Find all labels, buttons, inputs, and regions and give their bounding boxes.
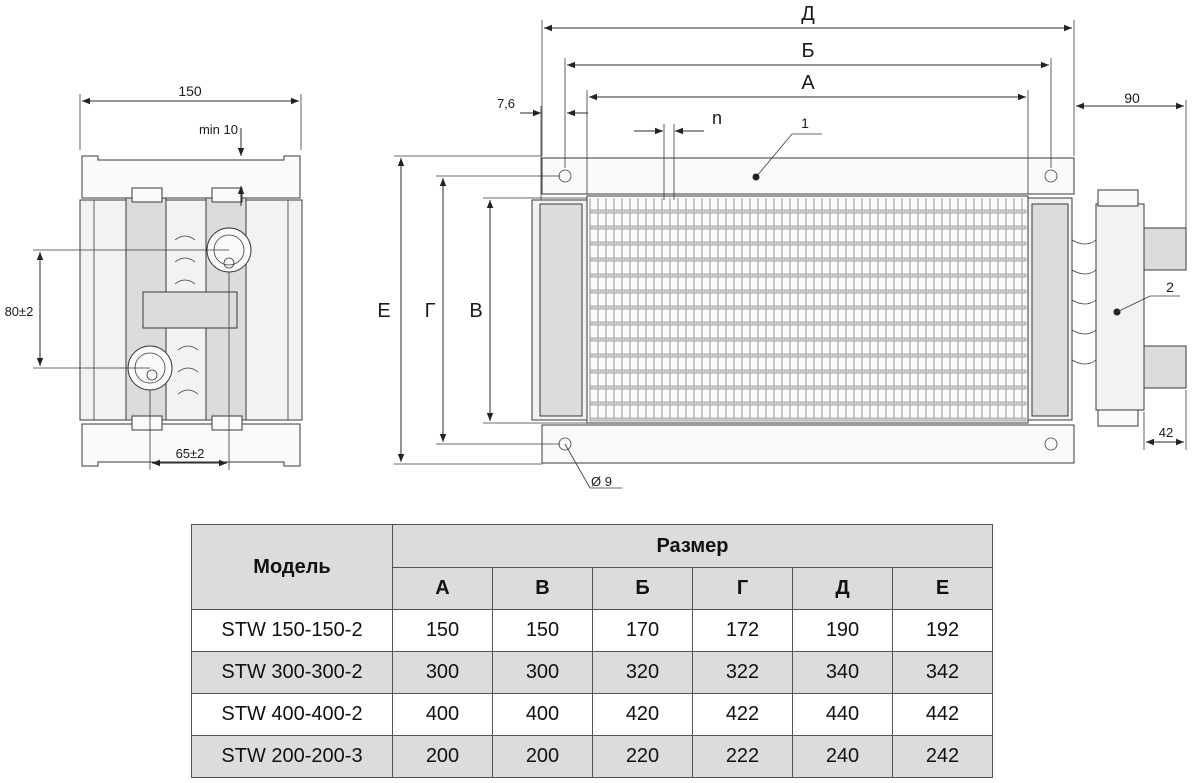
value-cell: 420 — [592, 693, 693, 736]
dim-A-label: А — [801, 72, 815, 94]
spec-table: Модель Размер А В Б Г Д Е STW 150-150-2 … — [191, 524, 993, 778]
value-cell: 300 — [392, 651, 493, 694]
value-cell: 400 — [492, 693, 593, 736]
dim-D-label: Д — [801, 3, 815, 25]
value-cell: 300 — [492, 651, 593, 694]
dim-B6-label: Б — [801, 40, 814, 62]
value-cell: 442 — [892, 693, 993, 736]
table-row: STW 150-150-2 150 150 170 172 190 192 — [191, 609, 993, 652]
callout-2: 2 — [1166, 279, 1174, 295]
dim-7-6-label: 7,6 — [497, 96, 515, 111]
model-cell: STW 300-300-2 — [191, 651, 393, 694]
value-cell: 422 — [692, 693, 793, 736]
fin-pattern — [589, 198, 1027, 422]
dim-90-label: 90 — [1124, 90, 1140, 106]
value-cell: 342 — [892, 651, 993, 694]
value-cell: 150 — [392, 609, 493, 652]
table-row: STW 400-400-2 400 400 420 422 440 442 — [191, 693, 993, 736]
dim-n-label: n — [712, 108, 722, 128]
dim-V-label: В — [469, 300, 482, 322]
technical-drawing: 150 min 10 80±2 65±2 — [5, 3, 1187, 489]
table-row: STW 200-200-3 200 200 220 222 240 242 — [191, 735, 993, 778]
col-header-B: Б — [592, 567, 693, 610]
dim-G-label: Г — [425, 300, 436, 322]
value-cell: 200 — [492, 735, 593, 778]
dim-42-label: 42 — [1159, 425, 1173, 440]
value-cell: 172 — [692, 609, 793, 652]
value-cell: 242 — [892, 735, 993, 778]
hole-label: Ø 9 — [591, 474, 612, 489]
col-header-G: Г — [692, 567, 793, 610]
col-header-A: А — [392, 567, 493, 610]
col-header-E: Е — [892, 567, 993, 610]
value-cell: 440 — [792, 693, 893, 736]
dim-E-label: Е — [377, 300, 390, 322]
value-cell: 170 — [592, 609, 693, 652]
dim-150-label: 150 — [178, 83, 202, 99]
value-cell: 400 — [392, 693, 493, 736]
table-row: STW 300-300-2 300 300 320 322 340 342 — [191, 651, 993, 694]
value-cell: 150 — [492, 609, 593, 652]
value-cell: 192 — [892, 609, 993, 652]
model-cell: STW 400-400-2 — [191, 693, 393, 736]
value-cell: 240 — [792, 735, 893, 778]
dim-65-label: 65±2 — [176, 446, 205, 461]
size-header: Размер — [392, 524, 993, 568]
value-cell: 220 — [592, 735, 693, 778]
dim-80-label: 80±2 — [5, 304, 34, 319]
value-cell: 222 — [692, 735, 793, 778]
model-header: Модель — [191, 524, 393, 610]
front-view: Д Б А 7,6 n 1 90 2 — [377, 3, 1187, 489]
model-cell: STW 150-150-2 — [191, 609, 393, 652]
model-cell: STW 200-200-3 — [191, 735, 393, 778]
value-cell: 200 — [392, 735, 493, 778]
value-cell: 322 — [692, 651, 793, 694]
value-cell: 190 — [792, 609, 893, 652]
value-cell: 340 — [792, 651, 893, 694]
col-header-D: Д — [792, 567, 893, 610]
side-view: 150 min 10 80±2 65±2 — [5, 83, 303, 470]
dim-min10-label: min 10 — [199, 122, 238, 137]
value-cell: 320 — [592, 651, 693, 694]
callout-1: 1 — [801, 115, 809, 131]
col-header-V: В — [492, 567, 593, 610]
